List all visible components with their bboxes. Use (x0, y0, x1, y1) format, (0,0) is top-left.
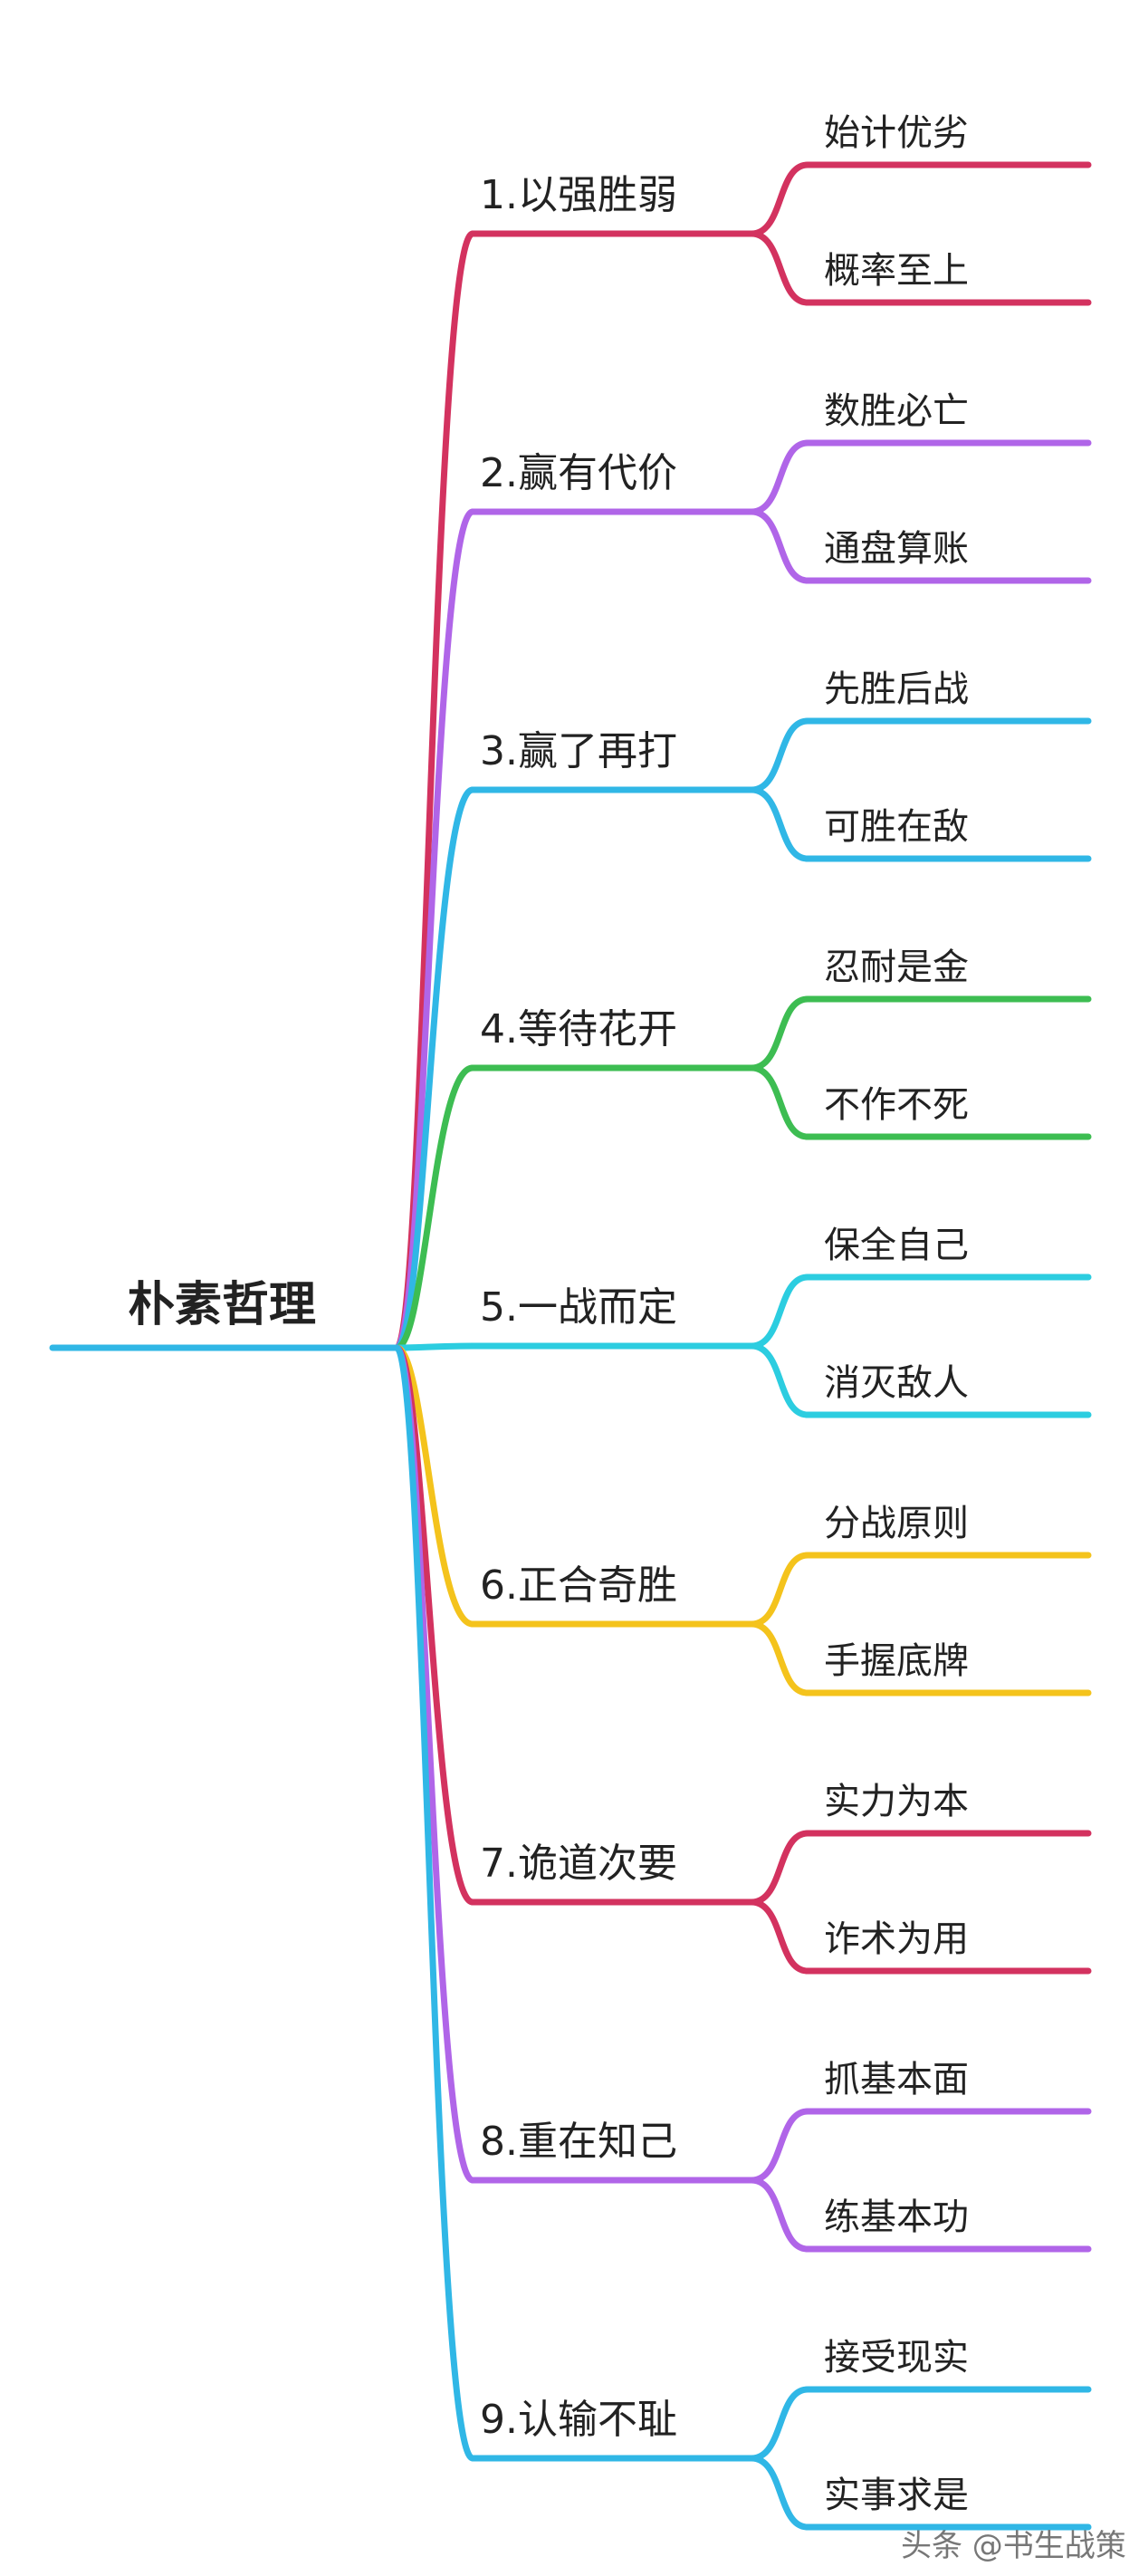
root-node: 朴素哲理 (49, 1278, 400, 1351)
root-to-branch-connector (393, 1064, 476, 1351)
branch-label: 3.赢了再打 (480, 728, 677, 774)
leaf-connector (748, 786, 1092, 862)
leaf-label: 保全自己 (824, 1225, 969, 1266)
leaf-label: 抓基本面 (824, 2059, 969, 2100)
root-to-branch-connector (393, 1344, 476, 2462)
connector-lines (393, 230, 476, 2462)
branch-label: 2.赢有代价 (480, 450, 677, 496)
leaf-connector (748, 508, 1092, 584)
leaf-label: 先胜后战 (824, 668, 969, 710)
leaf-connector (748, 2455, 1092, 2531)
leaf-label: 消灭敌人 (824, 1362, 969, 1404)
leaf-label: 手握底牌 (824, 1640, 969, 1682)
leaf-label: 忍耐是金 (824, 947, 969, 988)
leaf-connector (748, 717, 1092, 793)
branch-label: 1.以强胜弱 (480, 172, 677, 218)
leaf-connector (748, 2386, 1092, 2462)
leaf-connector (748, 995, 1092, 1072)
leaf-label: 练基本功 (824, 2196, 969, 2238)
branch-label: 4.等待花开 (480, 1006, 677, 1053)
leaf-connector (748, 2108, 1092, 2184)
watermark: 头条 @书生战策 (901, 2528, 1126, 2564)
leaf-label: 实事求是 (824, 2475, 969, 2516)
branch-label: 9.认输不耻 (480, 2397, 677, 2443)
leaf-label: 可胜在敌 (824, 806, 969, 848)
leaf-label: 分战原则 (824, 1503, 969, 1544)
leaf-connector (748, 1342, 1092, 1418)
leaf-connector (748, 161, 1092, 237)
leaf-connector (748, 439, 1092, 515)
leaf-connector (748, 230, 1092, 306)
root-to-branch-connector (393, 786, 476, 1351)
branch-label: 7.诡道次要 (480, 1841, 677, 1887)
branch-label: 5.一战而定 (480, 1284, 677, 1331)
leaf-label: 接受现实 (824, 2337, 969, 2379)
leaf-connector (748, 1274, 1092, 1350)
branch-label: 8.重在知己 (480, 2119, 677, 2165)
leaf-label: 通盘算账 (824, 528, 969, 570)
leaf-label: 实力为本 (824, 1781, 969, 1822)
leaf-label: 不作不死 (824, 1084, 969, 1126)
leaf-connector (748, 1064, 1092, 1140)
leaf-connector (748, 1552, 1092, 1628)
root-label: 朴素哲理 (128, 1278, 316, 1332)
leaf-label: 诈术为用 (824, 1918, 969, 1960)
leaf-label: 数胜必亡 (824, 390, 969, 432)
leaf-connector (748, 1830, 1092, 1906)
leaf-label: 概率至上 (824, 250, 969, 292)
leaf-label: 始计优劣 (824, 112, 969, 154)
leaf-connector (748, 1898, 1092, 1975)
leaf-connector (748, 2177, 1092, 2253)
root-to-branch-connector (393, 1342, 476, 1351)
leaf-connector (748, 1620, 1092, 1697)
branch-label: 6.正合奇胜 (480, 1562, 677, 1609)
